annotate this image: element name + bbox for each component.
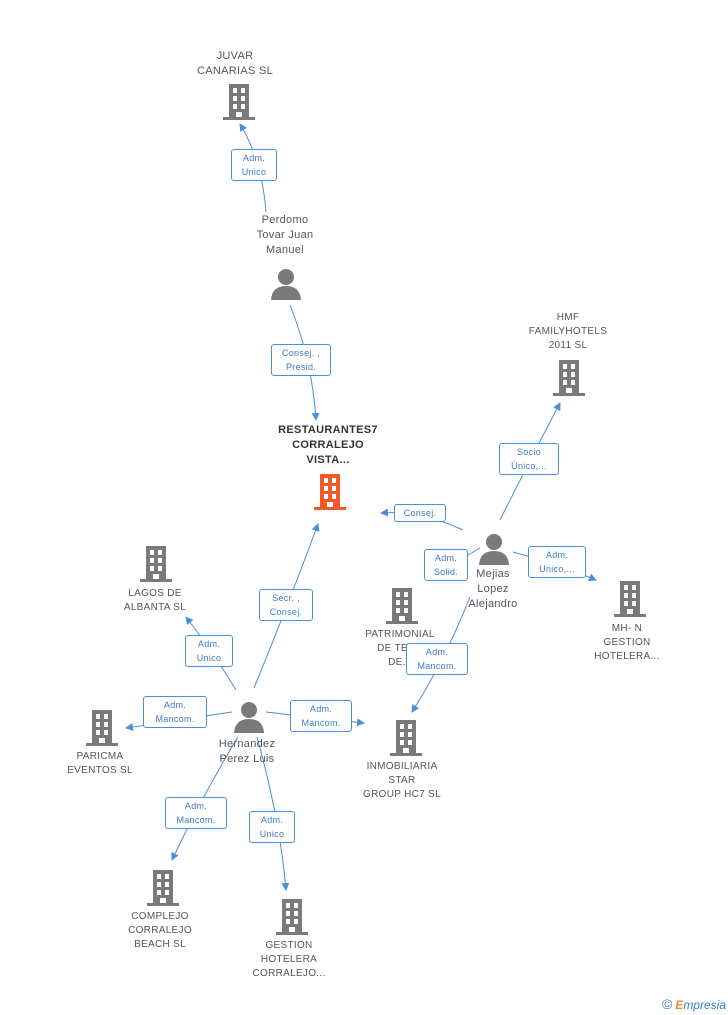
relation-hernandez-restaurantes[interactable]: Secr. , Consej. — [259, 589, 313, 621]
relation-hernandez-complejo[interactable]: Adm. Mancom. — [165, 797, 227, 829]
relation-hernandez-gestion[interactable]: Adm. Unico — [249, 811, 295, 843]
relation-mejias-hmf[interactable]: Socio Único,... — [499, 443, 559, 475]
building-icon[interactable] — [390, 720, 422, 756]
node-label-mejias[interactable]: Mejias Lopez Alejandro — [468, 568, 518, 610]
building-icon[interactable] — [140, 546, 172, 582]
node-label-paricma[interactable]: PARICMA EVENTOS SL — [67, 751, 133, 776]
empresia-logo[interactable]: ©Empresia — [662, 996, 726, 1012]
node-label-restaurantes7[interactable]: RESTAURANTES7 CORRALEJO VISTA... — [278, 424, 378, 466]
brand-e: E — [675, 998, 684, 1012]
relation-mejias-mhn[interactable]: Adm. Unico,... — [528, 546, 586, 578]
node-label-gestion[interactable]: GESTION HOTELERA CORRALEJO... — [252, 940, 326, 979]
node-label-complejo[interactable]: COMPLEJO CORRALEJO BEACH SL — [128, 911, 192, 950]
node-label-perdomo[interactable]: Perdomo Tovar Juan Manuel — [256, 214, 314, 256]
building-icon[interactable] — [276, 899, 308, 935]
brand-name: mpresia — [683, 998, 726, 1012]
person-icon[interactable] — [234, 701, 264, 733]
building-icon[interactable] — [386, 588, 418, 624]
building-icon[interactable] — [86, 710, 118, 746]
person-icon[interactable] — [479, 533, 509, 565]
building-icon[interactable] — [614, 581, 646, 617]
relation-perdomo-juvar[interactable]: Adm. Unico — [231, 149, 277, 181]
node-label-hmf[interactable]: HMF FAMILYHOTELS 2011 SL — [528, 312, 608, 351]
relation-perdomo-restaurantes[interactable]: Consej. , Presid. — [271, 344, 331, 376]
node-label-juvar[interactable]: JUVAR CANARIAS SL — [196, 50, 274, 77]
node-label-mhn[interactable]: MH- N GESTION HOTELERA... — [594, 623, 660, 662]
copyright-symbol: © — [661, 996, 673, 1012]
relation-hernandez-paricma[interactable]: Adm. Mancom. — [143, 696, 207, 728]
node-label-inmobiliaria[interactable]: INMOBILIARIA STAR GROUP HC7 SL — [363, 761, 441, 800]
relation-hernandez-lagos[interactable]: Adm. Unico — [185, 635, 233, 667]
person-icon[interactable] — [271, 268, 301, 300]
node-label-lagos[interactable]: LAGOS DE ALBANTA SL — [123, 588, 187, 613]
building-icon[interactable] — [223, 84, 255, 120]
relation-mejias-solid[interactable]: Adm. Solid. — [424, 549, 468, 581]
node-label-hernandez[interactable]: Hernandez Perez Luis — [218, 738, 276, 765]
relation-hernandez-inmobiliaria[interactable]: Adm. Mancom. — [290, 700, 352, 732]
building-icon[interactable] — [553, 360, 585, 396]
relation-mejias-inmobiliaria[interactable]: Adm. Mancom. — [406, 643, 468, 675]
building-icon[interactable] — [147, 870, 179, 906]
relation-mejias-restaurantes[interactable]: Consej. — [394, 504, 446, 522]
building-icon[interactable] — [314, 474, 346, 510]
